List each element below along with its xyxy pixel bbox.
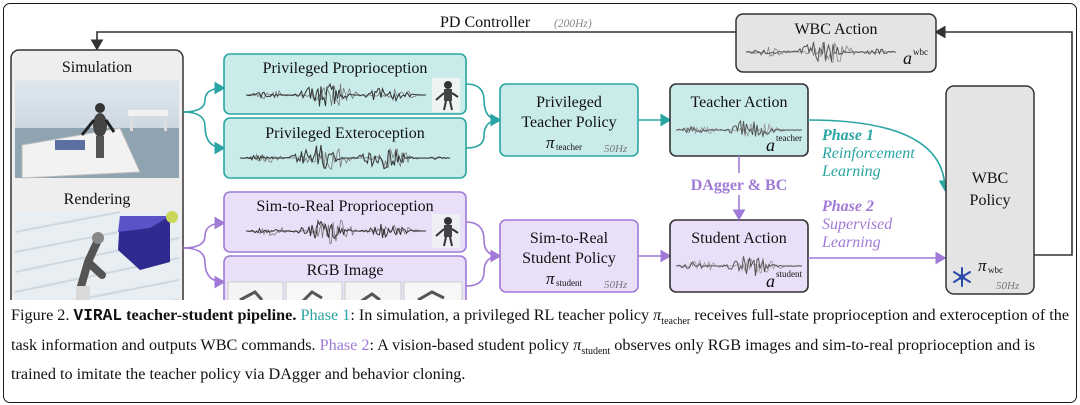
privileged-exteroception-label: Privileged Exteroception [265, 125, 425, 142]
student-policy-sub: student [556, 278, 582, 288]
wbc-action-title: WBC Action [794, 21, 877, 38]
wbc-action-sub: wbc [913, 47, 928, 57]
waveform-trace [245, 82, 426, 107]
caption-bold-title: teacher-student pipeline. [126, 306, 297, 324]
robot-icon [432, 78, 460, 112]
waveform-trace [245, 83, 426, 107]
simulation-image [15, 80, 179, 179]
waveform-trace [240, 145, 451, 170]
pd-controller-rate: (200Hz) [554, 18, 592, 30]
pd-controller-arrow [90, 31, 736, 51]
priv-proprio-waveform [245, 82, 426, 107]
feedback-arrow-top-right [934, 25, 1073, 39]
wbc-action-waveform [745, 41, 897, 63]
feedback-line-right [1034, 34, 1073, 256]
student-action-sub: student [776, 269, 802, 279]
priv-extero-waveform [239, 145, 451, 170]
student-action-waveform [675, 256, 802, 277]
phase2-title: Phase 2 [821, 198, 874, 215]
wbc-policy-line2: Policy [970, 192, 1011, 209]
student-policy-line1: Sim-to-Real [530, 230, 609, 247]
student-policy-line2: Student Policy [522, 250, 616, 267]
waveform-trace [675, 257, 802, 274]
caption-phase1: Phase 1 [300, 306, 351, 324]
waveform-trace [245, 220, 426, 245]
dagger-label-bg [680, 173, 798, 195]
teacher-input-arrows [465, 83, 502, 149]
wbc-policy-rate: 50Hz [996, 280, 1020, 292]
teacher-action-waveform [675, 119, 802, 138]
caption-pi-student: π [573, 335, 582, 354]
student-policy-pi: π [546, 269, 555, 288]
wbc-policy-sub: wbc [988, 265, 1003, 275]
teacher-action-to-wbc-arrow [807, 119, 952, 192]
sim-to-real-proprioception-label: Sim-to-Real Proprioception [256, 198, 433, 215]
wbc-policy-line1: WBC [972, 170, 1008, 187]
rendering-image [14, 211, 180, 300]
waveform-trace [246, 219, 426, 240]
waveform-trace [675, 256, 802, 277]
student-policy-rate: 50Hz [604, 279, 628, 291]
student-action-symbol: a [766, 271, 775, 291]
render-branch-arrows [182, 216, 226, 289]
teacher-policy-sub: teacher [556, 142, 582, 152]
waveform-trace [675, 123, 802, 138]
teacher-policy-pi: π [546, 133, 555, 152]
simulation-label: Simulation [62, 59, 132, 76]
dagger-label: DAgger & BC [691, 177, 788, 194]
phase1-line2: Learning [821, 163, 881, 180]
caption-figure-number: Figure 2. [11, 306, 70, 324]
privileged-proprioception-label: Privileged Proprioception [263, 60, 428, 77]
rgb-thumbnails [227, 281, 463, 300]
caption-text-4: observes only RGB images and sim-to-real… [11, 335, 1036, 384]
phase1-line1: Reinforcement [821, 145, 915, 162]
caption-sub-student: student [581, 345, 611, 357]
caption-text-1: : In simulation, a privileged RL teacher… [350, 306, 654, 324]
wbc-policy-pi: π [978, 256, 987, 275]
caption-pi-teacher: π [653, 306, 662, 324]
sim-branch-arrows [182, 81, 226, 155]
figure-caption: Figure 2. VIRAL teacher-student pipeline… [11, 304, 1073, 386]
rgb-image-label: RGB Image [307, 262, 384, 279]
caption-sub-teacher: teacher [661, 316, 691, 328]
wbc-action-box [735, 13, 937, 73]
snowflake-icon [953, 267, 971, 287]
wbc-action-symbol: a [903, 48, 912, 68]
student-action-title: Student Action [691, 230, 787, 247]
phase2-line1: Supervised [822, 216, 893, 233]
waveform-trace [675, 119, 802, 138]
robot-icon [432, 214, 460, 248]
teacher-policy-line2: Teacher Policy [521, 114, 616, 131]
student-input-arrows [465, 221, 502, 287]
phase1-title: Phase 1 [821, 127, 874, 144]
teacher-policy-line1: Privileged [536, 94, 602, 111]
caption-method-name: VIRAL [73, 307, 123, 325]
teacher-action-sub: teacher [776, 133, 802, 143]
s2r-proprio-waveform [245, 219, 426, 245]
rendering-label: Rendering [64, 191, 131, 208]
teacher-action-symbol: a [766, 135, 775, 155]
caption-text-2: receives full-state proprioception and e… [11, 306, 1070, 354]
wbc-policy-box [945, 85, 1035, 295]
teacher-policy-rate: 50Hz [604, 143, 628, 155]
waveform-trace [745, 41, 897, 63]
caption-phase2: Phase 2 [319, 335, 370, 354]
teacher-action-title: Teacher Action [690, 94, 787, 111]
pd-controller-label: PD Controller [440, 14, 531, 31]
phase2-line2: Learning [821, 234, 881, 251]
pipeline-diagram: PD Controller (200Hz) WBC Action a wbc S… [10, 13, 1073, 300]
caption-text-3: : A vision-based student policy [369, 335, 574, 354]
